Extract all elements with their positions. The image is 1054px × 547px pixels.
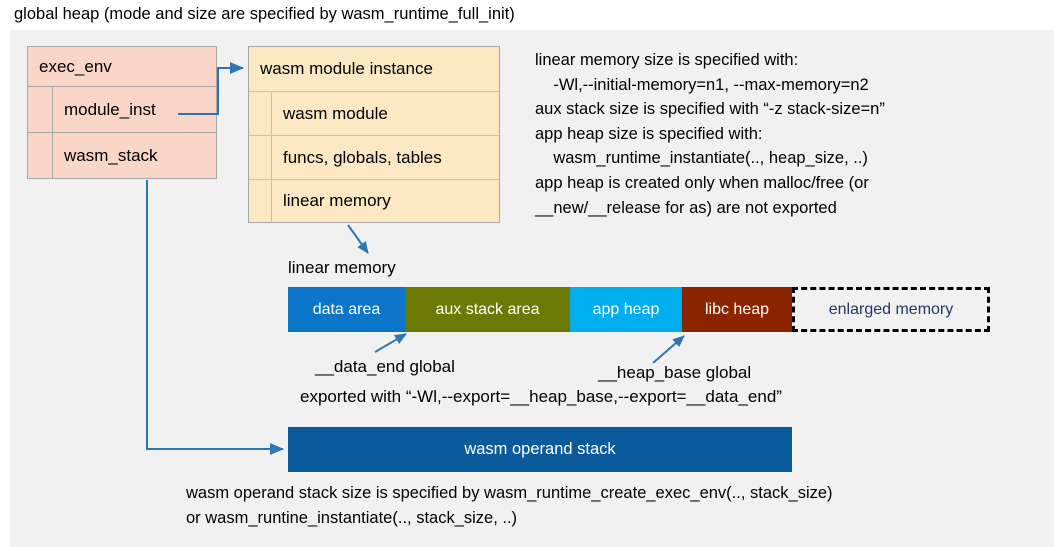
exported-symbols-annotation: exported with “-Wl,--export=__heap_base,… [300, 387, 782, 406]
exec-env-field-wasm-stack: wasm_stack [28, 133, 216, 178]
exec-env-field-label: wasm_stack [64, 145, 158, 165]
linear-memory-bar: data area aux stack area app heap libc heap… [288, 287, 990, 332]
memory-segment-label: libc heap [704, 300, 770, 318]
data-end-annotation: __data_end global [315, 357, 455, 376]
field-gutter [249, 92, 272, 135]
memory-config-notes: linear memory size is specified with: -W… [535, 51, 885, 217]
heap-base-annotation: __heap_base global [598, 363, 752, 382]
field-gutter [249, 180, 272, 222]
module-instance-header-row: wasm module instance [249, 47, 499, 92]
operand-stack-notes: wasm operand stack size is specified by … [186, 484, 833, 527]
wasm-operand-stack-label: wasm operand stack [464, 440, 616, 458]
exec-env-header-label: exec_env [39, 56, 112, 76]
module-instance-field-funcs-globals-tables: funcs, globals, tables [249, 136, 499, 180]
exec-env-box: exec_env module_inst wasm_stack [27, 46, 217, 179]
memory-segment-aux-stack-area: aux stack area [405, 287, 570, 332]
module-instance-field-wasm-module: wasm module [249, 92, 499, 136]
module-instance-field-label: linear memory [283, 191, 391, 210]
memory-segment-label: app heap [592, 300, 660, 318]
memory-segment-label: enlarged memory [828, 300, 954, 318]
memory-segment-label: aux stack area [435, 300, 540, 318]
module-instance-field-label: funcs, globals, tables [283, 147, 442, 167]
field-gutter [28, 133, 53, 178]
memory-segment-data-area: data area [288, 287, 405, 332]
exec-env-header-row: exec_env [28, 47, 216, 87]
exec-env-field-label: module_inst [64, 99, 156, 119]
field-gutter [249, 136, 272, 179]
linear-memory-label: linear memory [288, 258, 396, 277]
module-instance-field-linear-memory: linear memory [249, 180, 499, 222]
module-instance-header-label: wasm module instance [260, 59, 433, 78]
memory-segment-app-heap: app heap [570, 287, 682, 332]
memory-segment-enlarged-memory: enlarged memory [792, 287, 990, 332]
diagram-title: global heap (mode and size are specified… [14, 5, 515, 23]
exec-env-field-module-inst: module_inst [28, 87, 216, 133]
memory-segment-label: data area [312, 300, 381, 318]
memory-segment-libc-heap: libc heap [682, 287, 792, 332]
module-instance-field-label: wasm module [283, 103, 388, 123]
wasm-module-instance-box: wasm module instance wasm module funcs, … [248, 46, 500, 223]
wasm-operand-stack-bar: wasm operand stack [288, 427, 792, 472]
field-gutter [28, 87, 53, 132]
